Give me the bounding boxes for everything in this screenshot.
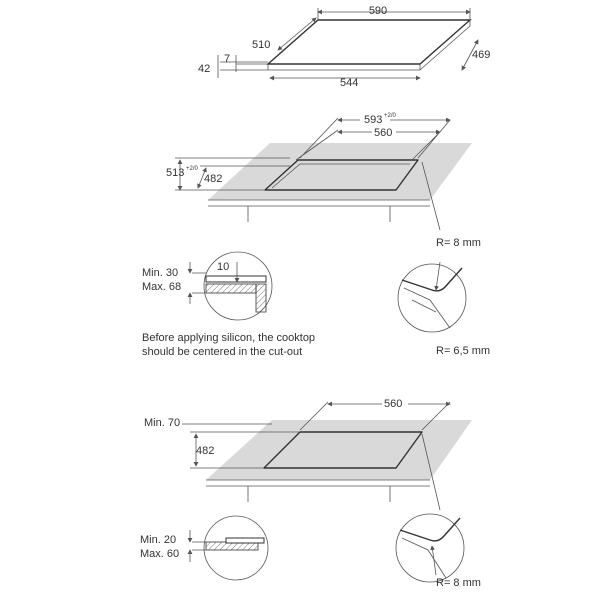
dim-side-depth: 469	[472, 49, 490, 61]
dim-outer-depth-tol: +2/0	[186, 166, 199, 172]
dim-outer-width-tol: +2/0	[384, 113, 397, 119]
corner-detail-2	[395, 513, 465, 583]
detail-max: Max. 68	[142, 281, 181, 293]
dim-width: 590	[369, 5, 387, 17]
section-detail-1: 10 Min. 30 Max. 68	[142, 251, 273, 321]
dim-depth: 510	[252, 39, 270, 51]
section-detail-2: Min. 20 Max. 60	[140, 515, 269, 581]
corner-detail-1	[397, 263, 467, 333]
detail-min: Min. 20	[140, 534, 176, 546]
detail-gap: 10	[217, 261, 229, 273]
detail-max: Max. 60	[140, 548, 179, 560]
dim-min-front: Min. 70	[144, 417, 180, 429]
note-line-2: should be centered in the cut-out	[142, 346, 302, 358]
radius-inner: R= 6,5 mm	[436, 345, 490, 357]
dim-height: 42	[198, 63, 210, 75]
dim-inner-depth: 482	[204, 173, 222, 185]
dim-depth: 482	[196, 445, 214, 457]
dim-inner-width: 560	[374, 127, 392, 139]
cutout-view: 593 +2/0 560 513 +2/0 482 R= 8 mm R= 6,5…	[166, 112, 490, 357]
radius-outer: R= 8 mm	[436, 237, 481, 249]
dim-width: 560	[384, 398, 402, 410]
flush-view: 560 Min. 70 482 R= 8 mm	[144, 396, 481, 589]
note-line-1: Before applying silicon, the cooktop	[142, 332, 315, 344]
dim-outer-width: 593	[364, 114, 382, 126]
dim-bottom-width: 544	[340, 77, 358, 89]
detail-min: Min. 30	[142, 267, 178, 279]
dim-outer-depth: 513	[166, 167, 184, 179]
cooktop-top-view: 590 510 469 544 42 7	[198, 5, 490, 89]
dim-glass: 7	[224, 53, 230, 65]
radius: R= 8 mm	[436, 577, 481, 589]
